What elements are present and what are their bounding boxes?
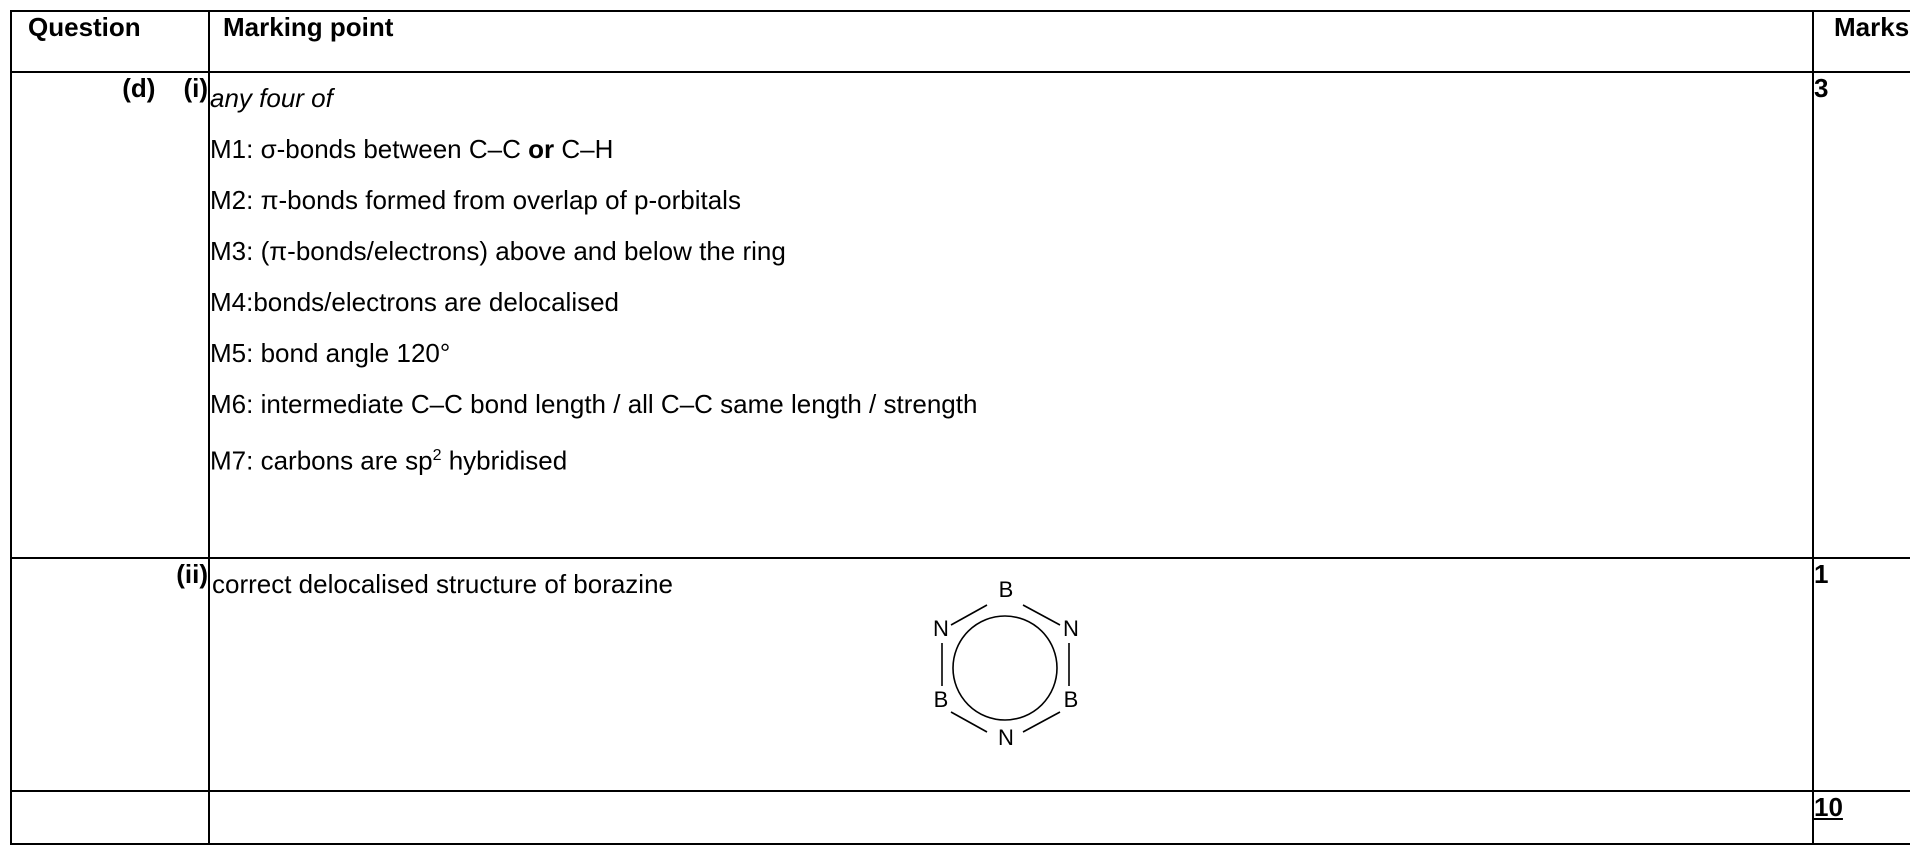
question-subpart: (ii) bbox=[176, 559, 208, 589]
marking-point-m2: M2: π-bonds formed from overlap of p-orb… bbox=[210, 175, 1812, 226]
point-text: hybridised bbox=[441, 445, 568, 476]
question-subpart: (i) bbox=[183, 73, 208, 103]
point-text: carbons are sp bbox=[260, 445, 433, 476]
point-label: M5: bbox=[210, 338, 254, 368]
point-text: σ-bonds between C–C bbox=[260, 134, 529, 164]
point-text: C–H bbox=[554, 134, 614, 164]
empty-cell bbox=[208, 790, 1814, 845]
question-part: (d) bbox=[122, 73, 156, 103]
header-row: Question Marking point Marks bbox=[10, 10, 1910, 73]
point-superscript: 2 bbox=[432, 447, 442, 464]
marking-point-m1: M1: σ-bonds between C–C or C–H bbox=[210, 124, 1812, 175]
marks-value: 1 bbox=[1812, 557, 1910, 792]
point-text: bonds/electrons are delocalised bbox=[253, 287, 620, 317]
point-label: M3: bbox=[210, 236, 254, 266]
question-number: (d) (i) bbox=[10, 71, 210, 559]
point-label: M6: bbox=[210, 389, 254, 419]
marking-point-m6: M6: intermediate C–C bond length / all C… bbox=[210, 379, 1812, 430]
marking-point-cell: correct delocalised structure of borazin… bbox=[208, 557, 1814, 792]
marks-value: 3 bbox=[1812, 71, 1910, 559]
mark-scheme-table: Question Marking point Marks (d) (i) any … bbox=[10, 10, 1910, 845]
header-marks: Marks bbox=[1812, 10, 1910, 73]
point-label: M7: bbox=[210, 445, 254, 476]
intro-text: any four of bbox=[210, 83, 333, 113]
empty-cell bbox=[10, 790, 210, 845]
table-row: (ii) correct delocalised structure of bo… bbox=[10, 557, 1910, 792]
header-marking-point: Marking point bbox=[208, 10, 1814, 73]
marking-point-m5: M5: bond angle 120° bbox=[210, 328, 1812, 379]
point-text: bond angle 120° bbox=[260, 338, 451, 368]
point-bold: or bbox=[528, 134, 555, 164]
marking-point-m4: M4:bonds/electrons are delocalised bbox=[210, 277, 1812, 328]
point-label: M2: bbox=[210, 185, 254, 215]
marking-point-cell: any four of M1: σ-bonds between C–C or C… bbox=[208, 71, 1814, 559]
point-label: M4: bbox=[210, 287, 254, 317]
borazine-answer-text: correct delocalised structure of borazin… bbox=[212, 569, 674, 599]
header-question: Question bbox=[10, 10, 210, 73]
table-row: (d) (i) any four of M1: σ-bonds between C… bbox=[10, 71, 1910, 559]
point-text: (π-bonds/electrons) above and below the … bbox=[260, 236, 786, 266]
marking-point-m7: M7: carbons are sp2 hybridised bbox=[210, 430, 1812, 481]
question-subpart-cell: (ii) bbox=[10, 557, 210, 792]
point-text: intermediate C–C bond length / all C–C s… bbox=[260, 389, 978, 419]
point-label: M1: bbox=[210, 134, 254, 164]
total-marks: 10 bbox=[1812, 790, 1910, 845]
marking-point-m3: M3: (π-bonds/electrons) above and below … bbox=[210, 226, 1812, 277]
total-row: 10 bbox=[10, 790, 1910, 845]
point-text: π-bonds formed from overlap of p-orbital… bbox=[260, 185, 741, 215]
